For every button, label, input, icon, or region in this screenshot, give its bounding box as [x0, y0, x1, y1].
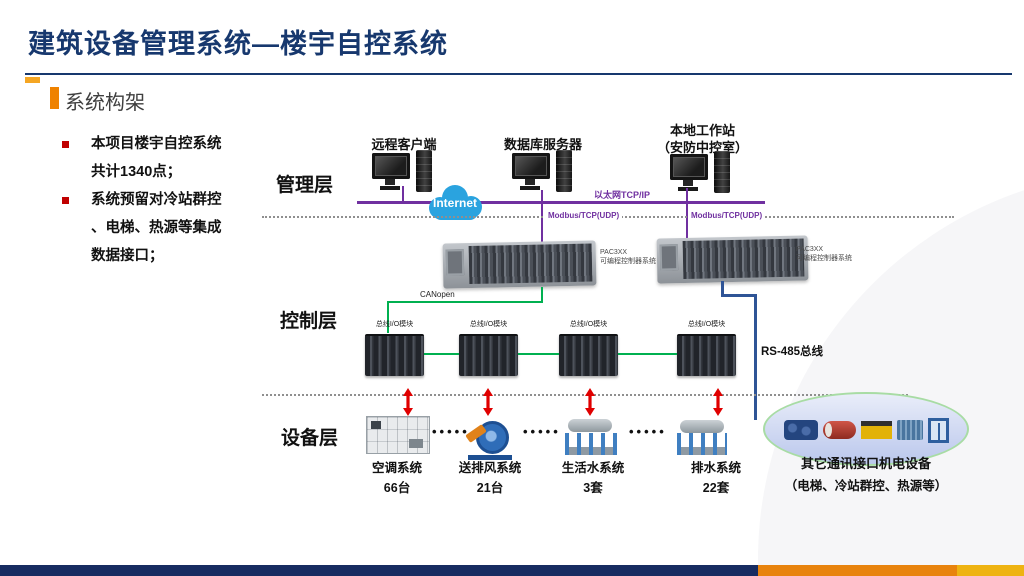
bullet-item: 本项目楼宇自控系统共计1340点； — [91, 136, 222, 180]
canopen-line — [541, 287, 543, 303]
device-name: 生活水系统 — [561, 461, 625, 475]
other-equipment-sublabel: （电梯、冷站群控、热源等） — [784, 479, 948, 493]
double-arrow-icon — [403, 388, 413, 416]
transformer-image — [896, 420, 923, 440]
bullet-marker — [62, 141, 69, 148]
io-module-image — [459, 334, 518, 376]
internet-label: Internet — [432, 196, 477, 210]
remote-client-label: 远程客户端 — [371, 137, 437, 152]
device-name: 空调系统 — [371, 461, 422, 475]
plc-rack-image — [442, 240, 597, 289]
footer-bar-amber — [957, 565, 1024, 576]
plc-caption-line1: PAC3XX — [796, 246, 824, 253]
double-arrow-icon — [483, 388, 493, 416]
footer-bar-navy — [0, 565, 758, 576]
fan-image — [468, 417, 512, 460]
plc-caption: PAC3XX 可编程控制器系统 — [600, 248, 656, 266]
section-accent-bar — [50, 87, 59, 109]
device-name: 排水系统 — [690, 461, 741, 475]
plc-caption-line2: 可编程控制器系统 — [600, 258, 656, 265]
database-server-label: 数据库服务器 — [503, 137, 582, 152]
tower-icon — [714, 151, 730, 193]
drop-line — [402, 186, 404, 202]
double-arrow-icon — [713, 388, 723, 416]
internet-cloud-icon: Internet — [423, 184, 487, 224]
boiler-image — [822, 421, 856, 439]
local-workstation-label: 本地工作站 — [669, 123, 735, 138]
canopen-line — [387, 301, 389, 333]
ellipsis-dots: ••••• — [629, 424, 667, 439]
io-bus-connector — [618, 353, 677, 355]
rs485-line — [754, 294, 757, 420]
generator-image — [860, 421, 892, 439]
rs485-label: RS-485总线 — [761, 346, 823, 358]
monitor-icon — [670, 154, 708, 186]
other-equipment-group — [763, 392, 969, 466]
computer-icon — [512, 150, 576, 198]
ahu-image — [366, 416, 430, 454]
bullet-marker — [62, 197, 69, 204]
rs485-line — [721, 294, 757, 297]
layer-label-management: 管理层 — [276, 175, 334, 196]
modbus-label: Modbus/TCP(UDP) — [545, 211, 623, 220]
modbus-label: Modbus/TCP(UDP) — [688, 211, 766, 220]
device-count: 66台 — [383, 481, 411, 495]
layer-separator-dotted — [262, 394, 908, 396]
device-count: 22套 — [702, 481, 730, 495]
title-divider — [25, 73, 1012, 75]
canopen-label: CANopen — [420, 290, 455, 299]
device-name: 送排风系统 — [458, 461, 522, 475]
page-title: 建筑设备管理系统—楼宇自控系统 — [28, 29, 448, 59]
io-module-image — [365, 334, 424, 376]
ethernet-bus-line — [357, 201, 765, 204]
water-pump-image — [565, 417, 617, 455]
device-count: 3套 — [583, 481, 603, 495]
other-equipment-label: 其它通讯接口机电设备 — [800, 456, 931, 471]
plc-caption-line2: 可编程控制器系统 — [796, 255, 852, 262]
tower-icon — [416, 150, 432, 192]
io-module-label: 总线I/O模块 — [469, 321, 508, 328]
bullet-item: 系统预留对冷站群控、电梯、热源等集成数据接口； — [91, 192, 222, 264]
section-title: 系统构架 — [65, 92, 145, 114]
ellipsis-dots: ••••• — [432, 424, 470, 439]
rs485-line — [721, 281, 724, 297]
ellipsis-dots: ••••• — [523, 424, 561, 439]
io-module-label: 总线I/O模块 — [569, 321, 608, 328]
drop-line — [541, 190, 543, 248]
monitor-icon — [372, 153, 410, 185]
io-module-label: 总线I/O模块 — [687, 321, 726, 328]
title-divider-accent — [25, 77, 40, 83]
layer-label-device: 设备层 — [281, 428, 339, 449]
io-bus-connector — [424, 353, 459, 355]
monitor-icon — [512, 153, 550, 185]
io-module-image — [677, 334, 736, 376]
io-module-image — [559, 334, 618, 376]
drain-pump-image — [677, 418, 727, 455]
double-arrow-icon — [585, 388, 595, 416]
footer-bar-orange — [758, 565, 957, 576]
plc-rack-image — [656, 235, 809, 284]
device-count: 21台 — [476, 481, 504, 495]
cloud-shape — [429, 185, 482, 220]
io-module-label: 总线I/O模块 — [375, 321, 414, 328]
canopen-line — [387, 301, 543, 303]
computer-icon — [372, 150, 436, 198]
layer-label-control: 控制层 — [280, 311, 338, 332]
plc-caption: PAC3XX 可编程控制器系统 — [796, 245, 852, 263]
io-bus-connector — [518, 353, 559, 355]
plc-caption-line1: PAC3XX — [600, 249, 628, 256]
tower-icon — [556, 150, 572, 192]
elevator-image — [927, 417, 949, 443]
ethernet-label: 以太网TCP/IP — [594, 190, 651, 200]
computer-icon — [670, 151, 734, 199]
chiller-image — [783, 420, 818, 440]
